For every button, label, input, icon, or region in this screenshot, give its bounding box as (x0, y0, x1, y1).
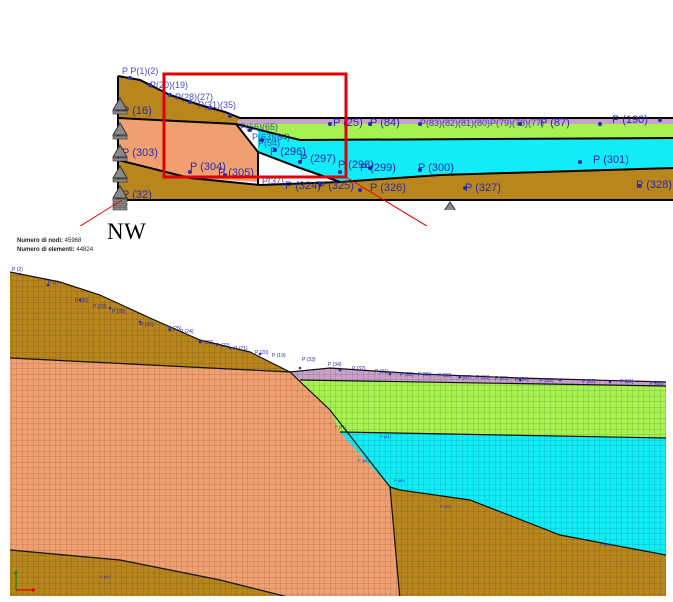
overview-point-label: P (87) (540, 117, 570, 129)
overview-labels: P (16) P (303) P (32) P (304) P (305) P … (122, 105, 672, 201)
triangle-roller-support-icon (112, 165, 128, 183)
svg-text:P(83)(82)(81)(80): P(83)(82)(81)(80) (420, 118, 490, 128)
detail-point-label: P (34) (328, 362, 342, 368)
detail-mesh-view: P (2) P (1) P (30) P (29) P (28) P (26) … (10, 226, 666, 596)
detail-point-label: P (84) (515, 377, 529, 383)
svg-text:P(79)(78)(77): P(79)(78)(77) (490, 118, 544, 128)
overview-orange-layer (118, 118, 258, 182)
svg-text:P(28)(27): P(28)(27) (175, 92, 213, 102)
detail-point-label: P (33) (302, 357, 316, 363)
svg-text:P (65): P (65) (440, 504, 451, 509)
overview-point-label: P (301) (593, 154, 629, 166)
overview-point-label: P (303) (122, 147, 158, 159)
detail-point-label: P (24) (180, 329, 194, 335)
svg-text:P(20)(19): P(20)(19) (150, 80, 188, 90)
svg-text:P(66)(65): P(66)(65) (240, 122, 278, 132)
overview-bottom-brown-layer (118, 160, 673, 200)
detail-point-label: P (25) (168, 326, 182, 332)
overview-label-clutter: P P(1)(2) P(20)(19) P(28)(27) P(31)(35) … (122, 66, 544, 186)
svg-text:P (56): P (56) (358, 458, 369, 463)
direction-label: NW (107, 219, 147, 244)
overview-point-label: P (16) (122, 105, 152, 117)
detail-point-label: P (89) (418, 372, 432, 378)
xy-axis-icon (14, 570, 36, 592)
triangle-roller-support-icon (112, 185, 128, 211)
detail-point-label: P (28) (112, 309, 126, 315)
detail-labels: P (2) P (1) P (30) P (29) P (28) P (26) … (12, 267, 664, 387)
detail-point-label: P (21) (234, 346, 248, 352)
svg-text:P (54): P (54) (335, 424, 346, 429)
detail-point-label: P (31) (375, 369, 389, 375)
detail-point-label: P (87) (458, 375, 472, 381)
overview-point-label: P (25) (333, 117, 363, 129)
detail-points (18, 272, 657, 384)
detail-point-label: P (26) (140, 322, 154, 328)
svg-text:P P(1)(2): P P(1)(2) (122, 66, 158, 76)
overview-point-label: P (326) (370, 182, 406, 194)
detail-point-label: P (30) (75, 298, 89, 304)
triangle-roller-support-icon (444, 201, 456, 210)
detail-point-label: P (80) (650, 381, 664, 387)
elements-label: Numero di elementi: (17, 247, 75, 253)
svg-text:P (64): P (64) (380, 434, 391, 439)
detail-point-label: P (83) (540, 378, 554, 384)
nodes-value: 45968 (64, 238, 82, 244)
detail-point-label: P (19) (272, 353, 286, 359)
overview-point-label: P (297) (300, 153, 336, 165)
triangle-roller-support-icon (112, 97, 128, 115)
detail-point-label: P (32) (352, 366, 366, 372)
svg-text:P(54): P(54) (258, 138, 280, 148)
detail-point-label: P (22) (216, 343, 230, 349)
detail-point-label: P (86) (476, 375, 490, 381)
detail-point-label: P (88) (438, 373, 452, 379)
detail-inner-labels: P (54) P (64) P (56) P (66) P (65) P (67… (100, 424, 611, 579)
svg-text:P(31)(35): P(31)(35) (198, 100, 236, 110)
overview-point-label: P (325) (318, 180, 354, 192)
detail-point-label: P (1) (48, 280, 59, 286)
detail-point-label: P (2) (12, 267, 23, 273)
overview-point-label: P (304) (190, 161, 226, 173)
nodes-count: Numero di nodi: 45968 (17, 238, 81, 244)
overview-points (128, 76, 662, 192)
overview-point-label: P (296) (270, 146, 306, 158)
nodes-label: Numero di nodi: (17, 238, 63, 244)
elements-count: Numero di elementi: 44824 (17, 247, 93, 253)
detail-point-label: P (85) (495, 376, 509, 382)
detail-point-label: P (20) (255, 350, 269, 356)
triangle-roller-support-icon (112, 122, 128, 140)
svg-text:P(37): P(37) (262, 176, 284, 186)
zoom-highlight-box (162, 72, 348, 179)
detail-boundaries (10, 271, 666, 596)
detail-point-label: P (29) (93, 304, 107, 310)
overview-point-label: P (324) (285, 180, 321, 192)
overview-section: P (16) P (303) P (32) P (304) P (305) P … (117, 66, 673, 210)
detail-point-label: P (90) (400, 372, 414, 378)
left-supports (112, 97, 128, 211)
overview-point-label: P (84) (370, 117, 400, 129)
overview-point-label: P (328) (636, 179, 672, 191)
svg-text:P (67): P (67) (600, 542, 611, 547)
triangle-roller-support-icon (112, 144, 128, 162)
svg-text:P (68): P (68) (100, 574, 111, 579)
detail-point-label: P (23) (200, 340, 214, 346)
overview-top-brown-layer (118, 76, 240, 124)
overview-boundaries (117, 75, 673, 201)
svg-text:P (66): P (66) (394, 478, 405, 483)
elements-value: 44824 (76, 247, 94, 253)
svg-text:P(63)(64): P(63)(64) (252, 132, 290, 142)
overview-point-label: P (327) (465, 182, 501, 194)
overview-point-label: P (300) (418, 162, 454, 174)
overview-cyan-layer (258, 130, 673, 182)
overview-point-label: P (32) (122, 189, 152, 201)
detail-point-label: P (81) (620, 379, 634, 385)
detail-point-label: P (82) (582, 379, 596, 385)
overview-point-label: P (190) (612, 114, 648, 126)
overview-point-label: P (299) (360, 162, 396, 174)
